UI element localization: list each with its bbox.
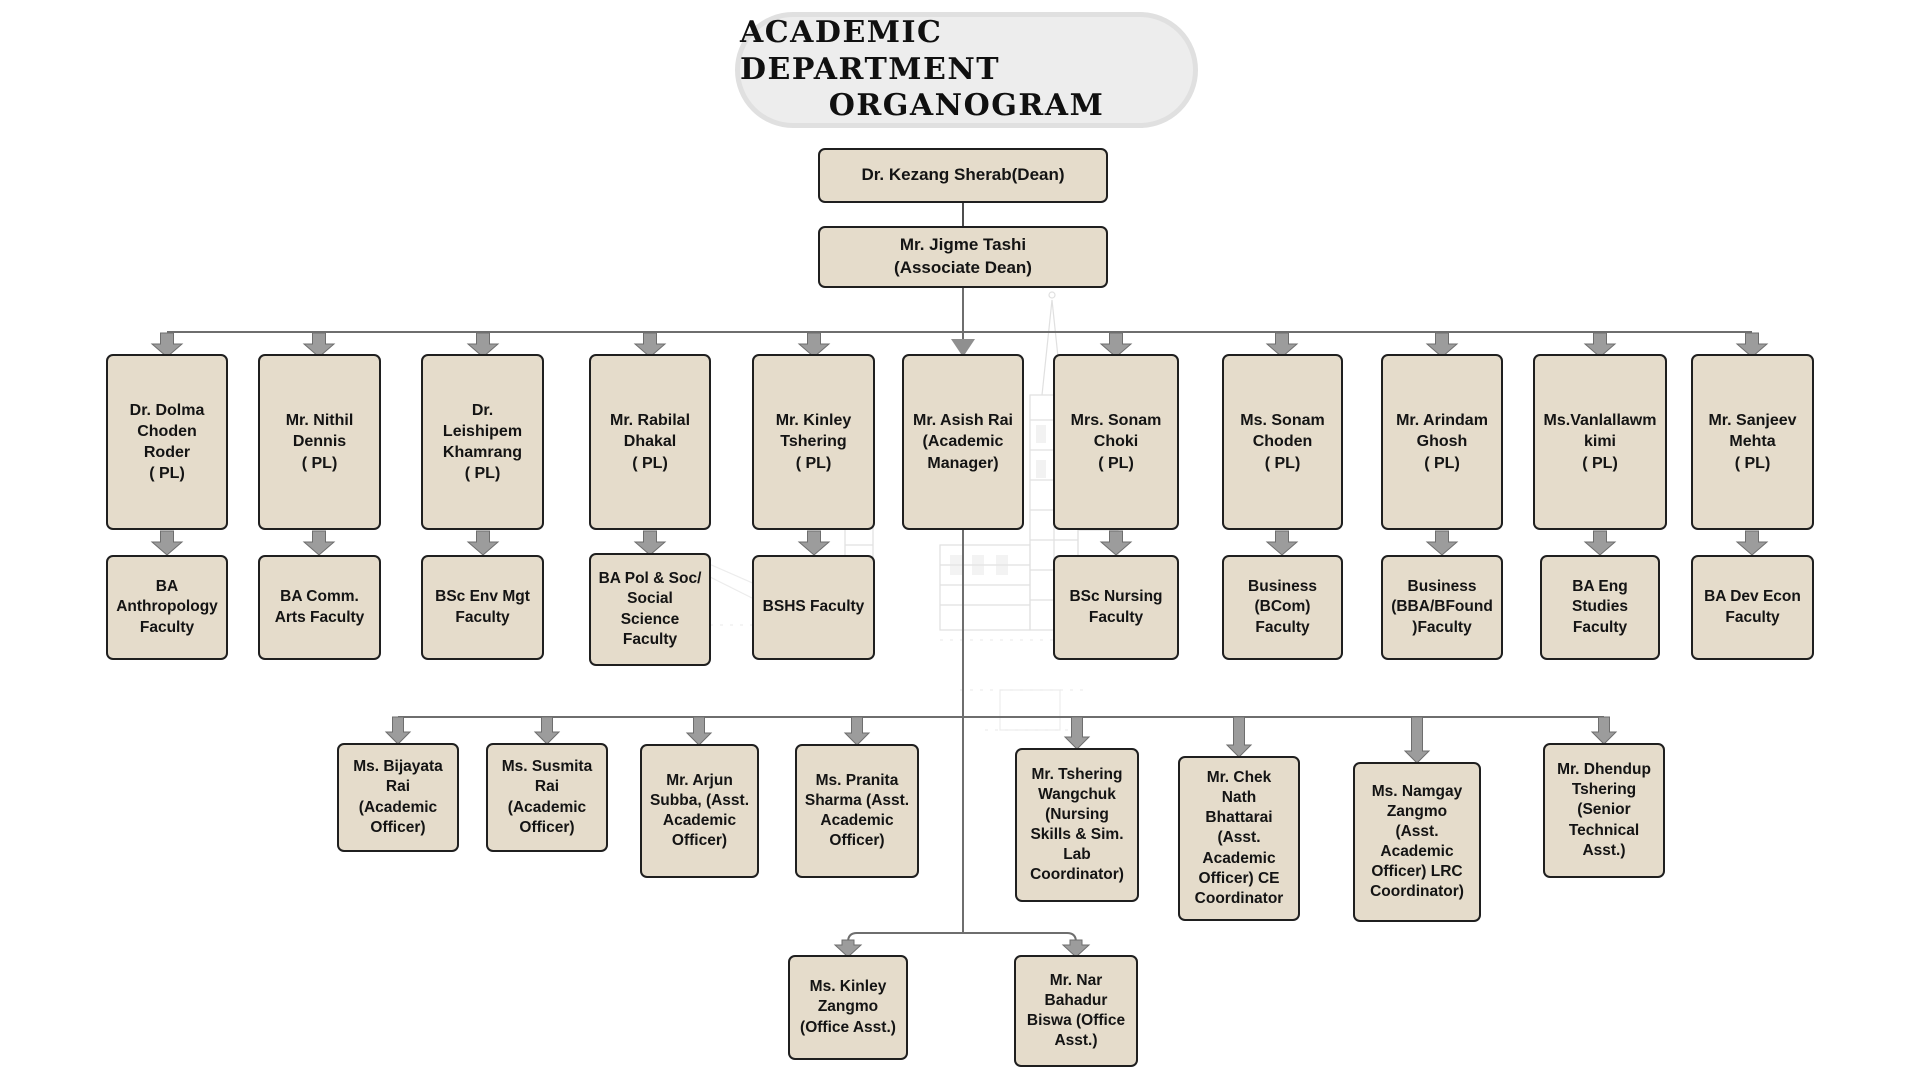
level2-down-arrow-icons (384, 716, 1618, 764)
office-branch-line (847, 932, 1077, 943)
node-academic-manager-asish-rai: Mr. Asish Rai (Academic Manager) (902, 354, 1024, 530)
node-pl-nithil-dennis: Mr. Nithil Dennis ( PL) (258, 354, 381, 530)
node-pl-sonam-choden: Ms. Sonam Choden ( PL) (1222, 354, 1343, 530)
node-faculty-business-bcom: Business (BCom) Faculty (1222, 555, 1343, 660)
node-faculty-ba-dev-econ: BA Dev Econ Faculty (1691, 555, 1814, 660)
node-faculty-ba-eng-studies: BA Eng Studies Faculty (1540, 555, 1660, 660)
node-pl-vanlallawmkimi: Ms.Vanlallawm kimi ( PL) (1533, 354, 1667, 530)
node-faculty-bsc-env-mgt: BSc Env Mgt Faculty (421, 555, 544, 660)
node-office-asst-kinley-zangmo: Ms. Kinley Zangmo (Office Asst.) (788, 955, 908, 1060)
level1-down-arrow-icons (150, 332, 1769, 358)
node-associate-dean: Mr. Jigme Tashi (Associate Dean) (818, 226, 1108, 288)
node-coordinator-chek-nath-bhattarai: Mr. Chek Nath Bhattarai (Asst. Academic … (1178, 756, 1300, 921)
node-coordinator-tshering-wangchuk: Mr. Tshering Wangchuk (Nursing Skills & … (1015, 748, 1139, 902)
node-office-asst-nar-bahadur-biswa: Mr. Nar Bahadur Biswa (Office Asst.) (1014, 955, 1138, 1067)
node-faculty-business-bba-bfound: Business (BBA/BFound )Faculty (1381, 555, 1503, 660)
node-pl-kinley-tshering: Mr. Kinley Tshering ( PL) (752, 354, 875, 530)
chart-title-line-2: ORGANOGRAM (828, 88, 1105, 124)
node-officer-pranita-sharma: Ms. Pranita Sharma (Asst. Academic Offic… (795, 744, 919, 878)
node-officer-arjun-subba: Mr. Arjun Subba, (Asst. Academic Officer… (640, 744, 759, 878)
chart-title: ACADEMIC DEPARTMENT ORGANOGRAM (735, 12, 1198, 128)
node-pl-dolma-choden-roder: Dr. Dolma Choden Roder ( PL) (106, 354, 228, 530)
node-pl-sanjeev-mehta: Mr. Sanjeev Mehta ( PL) (1691, 354, 1814, 530)
node-officer-susmita-rai: Ms. Susmita Rai (Academic Officer) (486, 743, 608, 852)
node-pl-arindam-ghosh: Mr. Arindam Ghosh ( PL) (1381, 354, 1503, 530)
node-faculty-ba-pol-soc-science: BA Pol & Soc/ Social Science Faculty (589, 553, 711, 666)
node-faculty-ba-anthropology: BA Anthropology Faculty (106, 555, 228, 660)
node-dean: Dr. Kezang Sherab(Dean) (818, 148, 1108, 203)
node-faculty-bshs: BSHS Faculty (752, 555, 875, 660)
node-pl-leishipem-khamrang: Dr. Leishipem Khamrang ( PL) (421, 354, 544, 530)
manager-arrowhead-icon (951, 339, 975, 357)
node-technical-asst-dhendup-tshering: Mr. Dhendup Tshering (Senior Technical A… (1543, 743, 1665, 878)
node-faculty-ba-comm-arts: BA Comm. Arts Faculty (258, 555, 381, 660)
chart-title-line-1: ACADEMIC DEPARTMENT (740, 15, 1001, 87)
node-pl-rabilal-dhakal: Mr. Rabilal Dhakal ( PL) (589, 354, 711, 530)
node-coordinator-namgay-zangmo: Ms. Namgay Zangmo (Asst. Academic Office… (1353, 762, 1481, 922)
node-pl-sonam-choki: Mrs. Sonam Choki ( PL) (1053, 354, 1179, 530)
office-down-arrow-icons (833, 939, 1091, 958)
faculty-down-arrow-icons (150, 530, 1769, 556)
node-officer-bijayata-rai: Ms. Bijayata Rai (Academic Officer) (337, 743, 459, 852)
node-faculty-bsc-nursing: BSc Nursing Faculty (1053, 555, 1179, 660)
